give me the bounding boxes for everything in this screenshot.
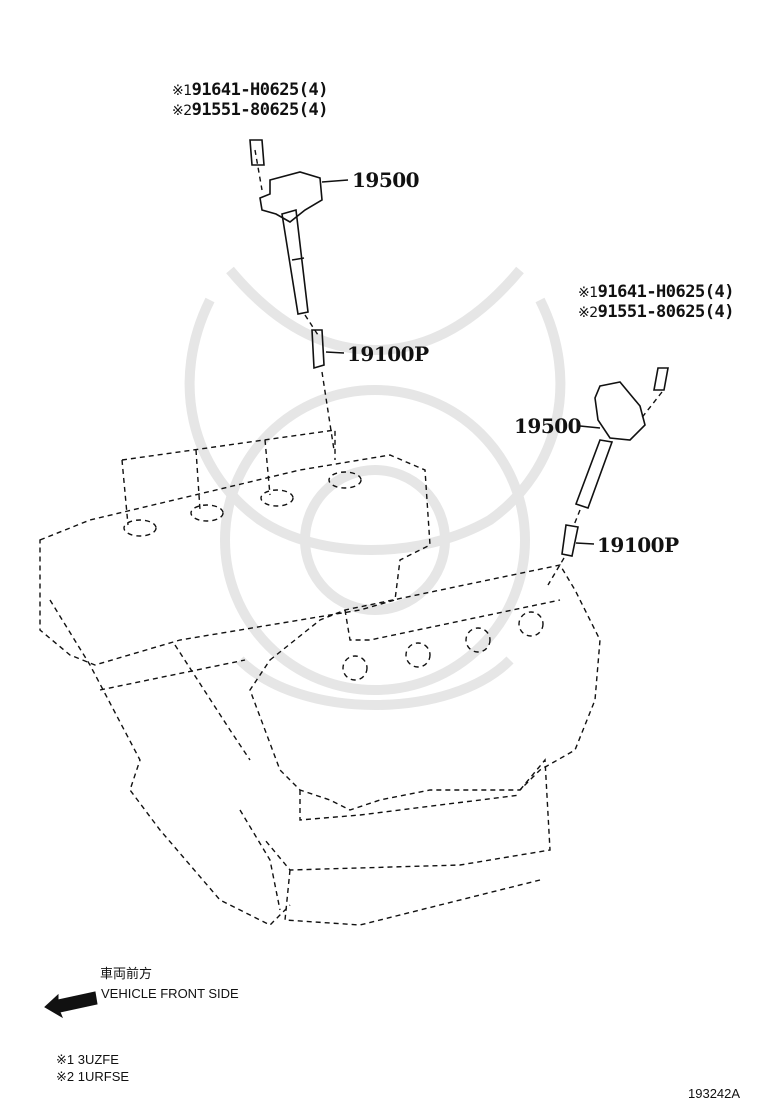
right-coil-label: 19500	[514, 414, 582, 438]
note-mark: ※1	[56, 1052, 75, 1067]
left-bolt	[249, 139, 265, 166]
right-bolt	[653, 367, 669, 391]
bolt-part-number: 91551-80625(4)	[191, 100, 329, 120]
engine-block-right-bank	[249, 564, 601, 926]
note-text: 1URFSE	[77, 1069, 130, 1084]
right-bolt-callout-2: ※291551-80625(4)	[578, 302, 734, 323]
front-label-english: VEHICLE FRONT SIDE	[101, 986, 239, 1001]
engine-note-2: ※2 1URFSE	[56, 1069, 129, 1084]
note-mark-2: ※2	[172, 103, 192, 119]
bolt-part-number: 91641-H0625(4)	[191, 80, 329, 100]
left-plug-label: 19100P	[347, 342, 429, 366]
watermark-emblem	[184, 266, 566, 710]
left-bolt-callout-2: ※291551-80625(4)	[172, 100, 328, 121]
bolt-part-number: 91641-H0625(4)	[597, 282, 735, 302]
note-text: 3UZFE	[77, 1052, 119, 1067]
note-mark-2: ※2	[578, 305, 598, 321]
left-bolt-callout-1: ※191641-H0625(4)	[172, 80, 328, 101]
figure-id: 193242A	[688, 1086, 741, 1101]
engine-note-1: ※1 3UZFE	[56, 1052, 119, 1067]
left-spark-plug	[311, 329, 325, 370]
left-ignition-coil	[249, 139, 349, 451]
left-bank-cover	[121, 429, 362, 537]
note-mark-1: ※1	[172, 83, 192, 99]
right-ignition-coil	[547, 367, 669, 586]
note-mark-1: ※1	[578, 285, 598, 301]
note-mark: ※2	[56, 1069, 75, 1084]
engine-block-left-bank	[39, 454, 431, 926]
right-spark-plug	[561, 524, 579, 557]
right-plug-label: 19100P	[597, 533, 679, 557]
front-label-japanese: 車両前方	[100, 966, 153, 981]
front-direction-arrow	[44, 991, 98, 1019]
bolt-part-number: 91551-80625(4)	[597, 302, 735, 322]
right-bolt-callout-1: ※191641-H0625(4)	[578, 282, 734, 303]
left-coil-label: 19500	[352, 168, 420, 192]
